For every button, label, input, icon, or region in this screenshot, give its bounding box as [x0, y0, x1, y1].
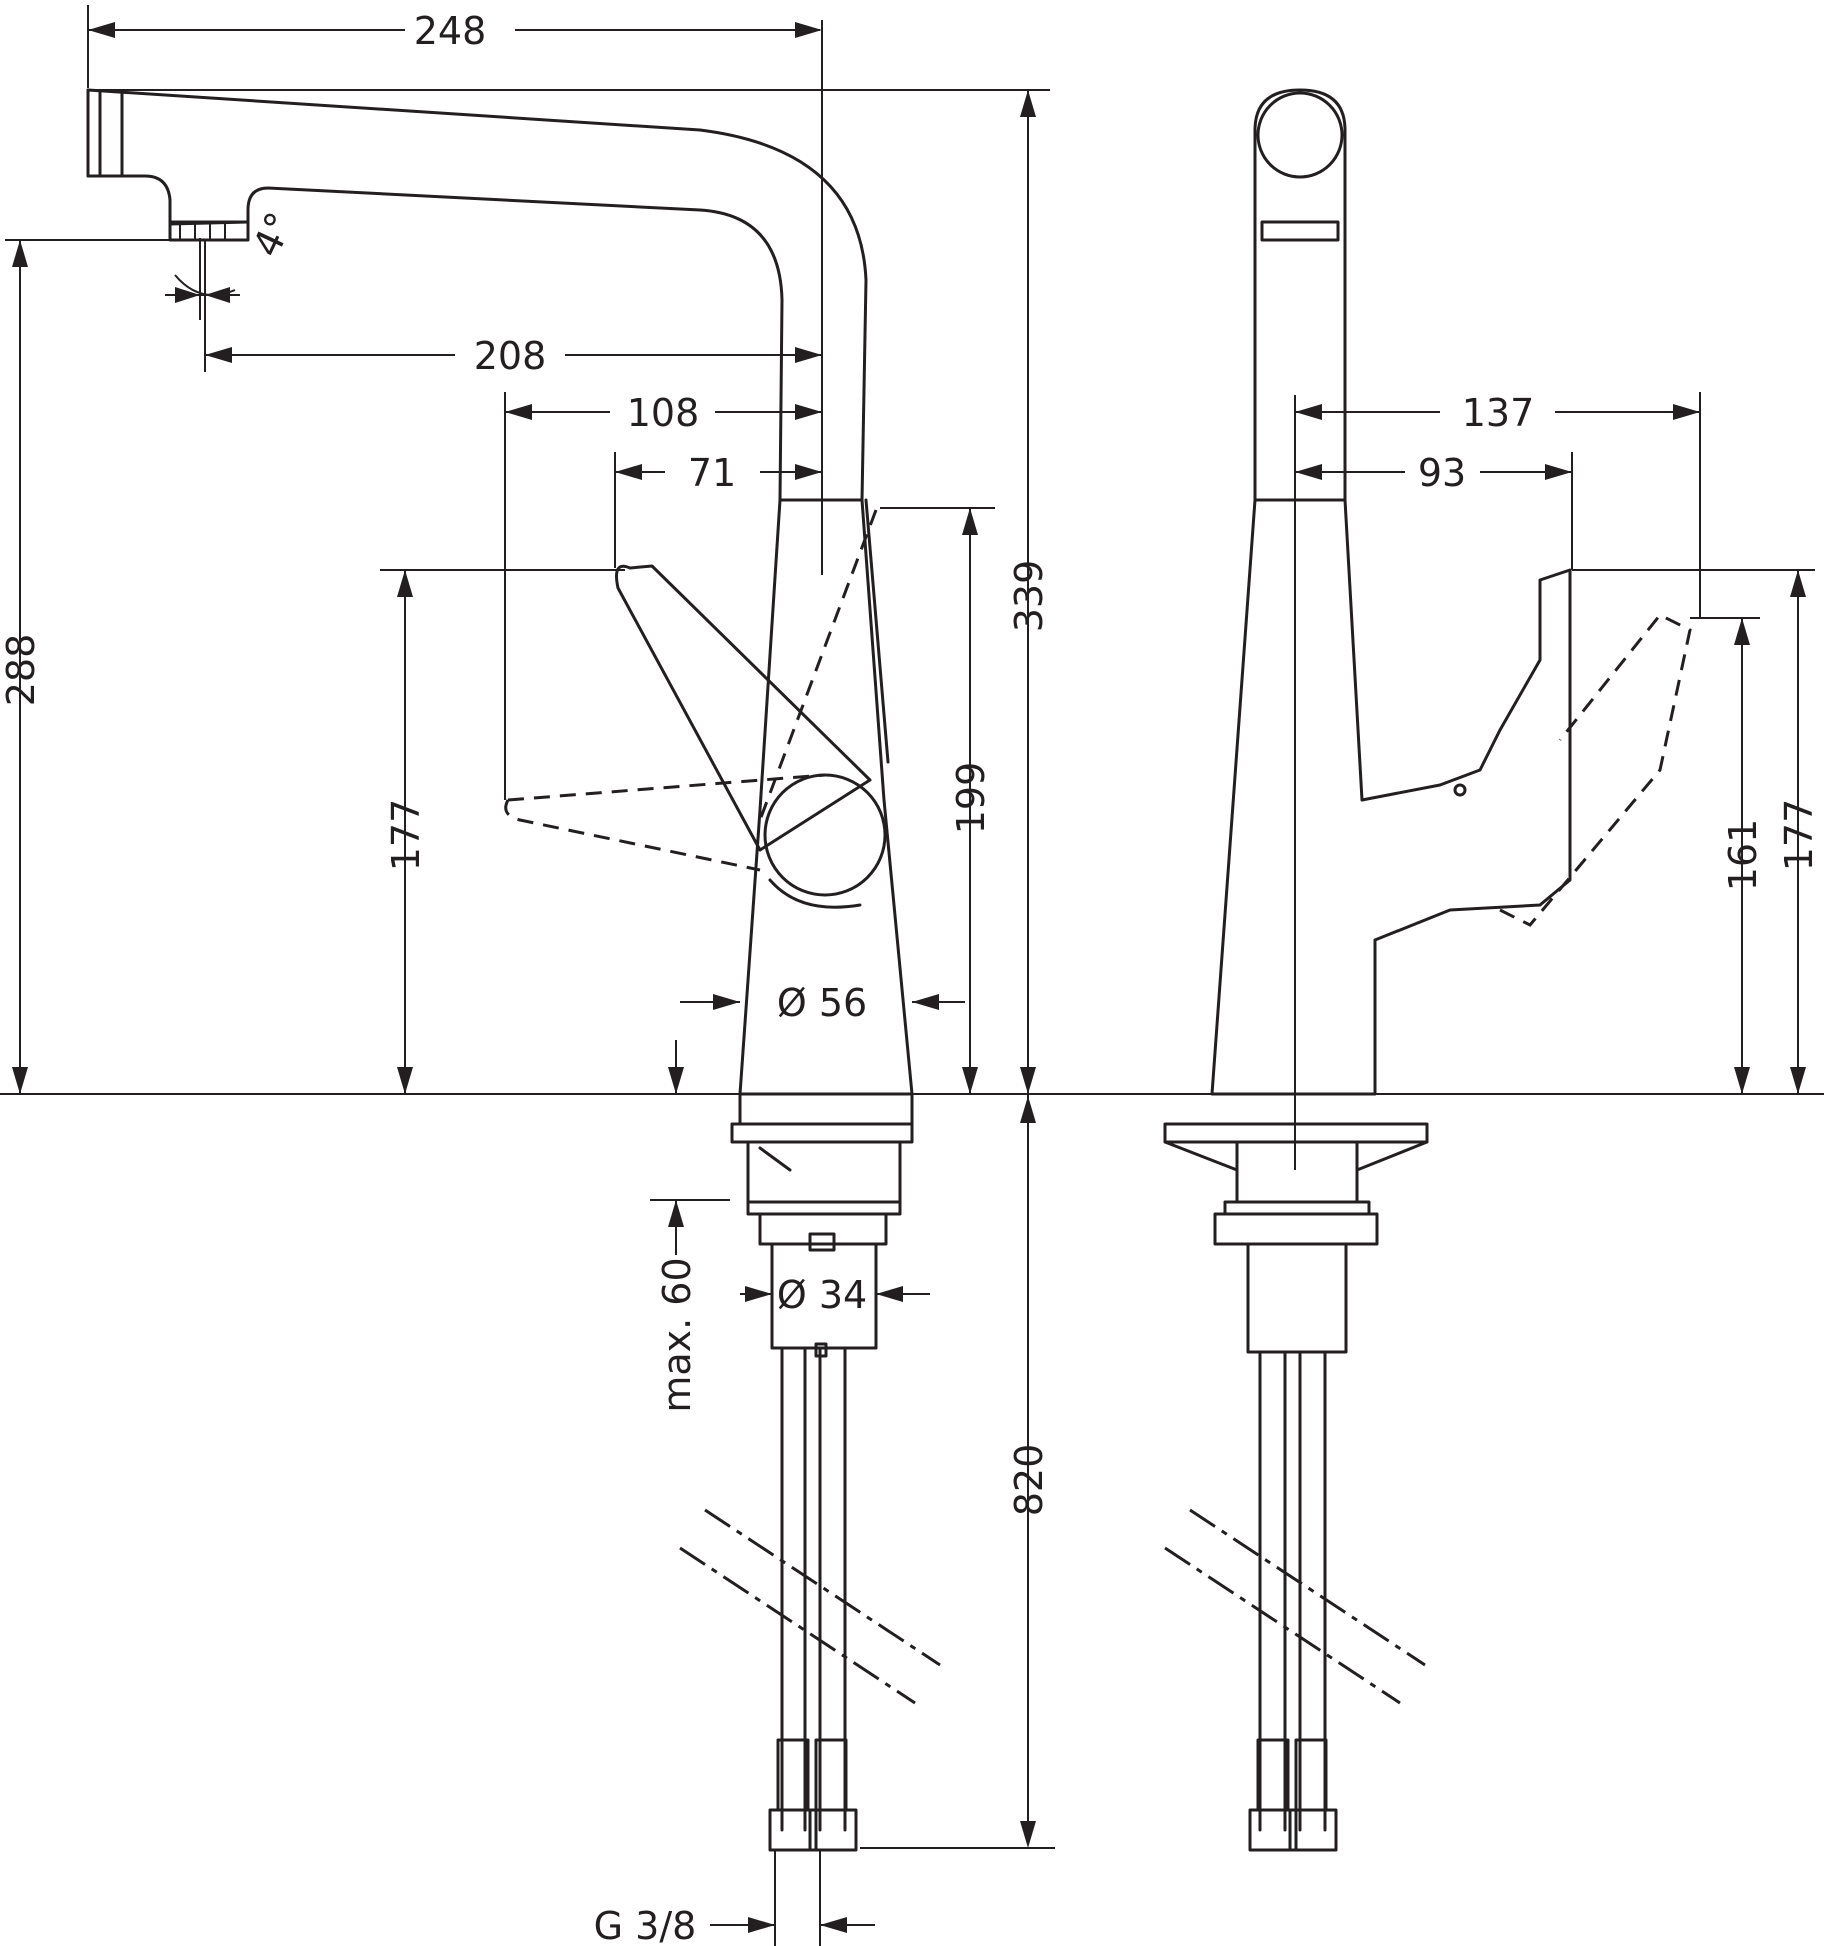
lever-alt-position: [504, 773, 826, 872]
dimension-labels: 248 208 108 71 4° 288 177 199 339 Ø 56 Ø…: [0, 9, 1821, 1946]
arrowheads: [12, 22, 1806, 1933]
lever-outline: [615, 564, 872, 852]
dim-71-label: 71: [688, 451, 736, 495]
dim-820-label: 820: [1007, 1444, 1051, 1517]
dim-137-label: 137: [1462, 391, 1535, 435]
dim-o56-label: Ø 56: [777, 981, 867, 1025]
dim-108-label: 108: [627, 391, 700, 435]
dim-177-side-label: 177: [1777, 799, 1821, 872]
dim-339-label: 339: [1007, 560, 1051, 633]
dim-max60-label: max. 60: [655, 1257, 699, 1412]
side-body: [1210, 498, 1572, 1096]
dim-248-label: 248: [414, 9, 487, 53]
dim-208-label: 208: [474, 334, 547, 378]
side-lever-alt: [1499, 613, 1692, 927]
dim-288-label: 288: [0, 634, 43, 707]
dim-199-label: 199: [949, 762, 993, 835]
front-view: [86, 20, 941, 1852]
dim-93-label: 93: [1418, 451, 1466, 495]
side-spout: [1253, 88, 1347, 502]
dim-4deg-label: 4°: [244, 206, 302, 264]
dim-177-front-label: 177: [384, 799, 428, 872]
dim-161-label: 161: [1721, 819, 1765, 892]
dim-g38-label: G 3/8: [594, 1904, 697, 1946]
side-view: [1163, 88, 1692, 1852]
dimension-lines: [0, 5, 1824, 1946]
dim-o34-label: Ø 34: [777, 1273, 867, 1317]
